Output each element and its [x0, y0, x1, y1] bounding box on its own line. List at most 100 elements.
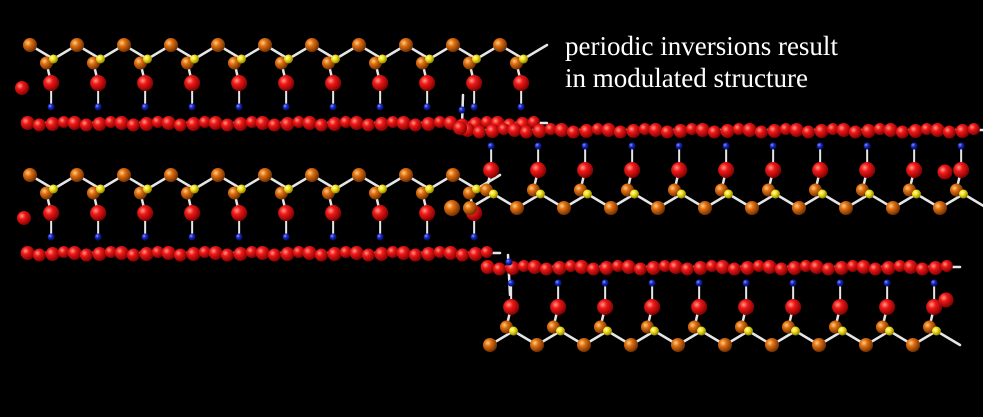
red-atom — [32, 248, 46, 262]
blue-atom — [534, 142, 542, 150]
red-atom — [90, 75, 107, 91]
yellow-atom — [583, 189, 592, 199]
yellow-atom — [143, 54, 152, 64]
orange-atom — [70, 38, 84, 52]
red-atom — [680, 262, 694, 276]
red-atom — [372, 205, 389, 221]
red-atom — [280, 117, 295, 131]
red-atom — [638, 123, 651, 135]
orange-atom — [745, 201, 759, 215]
red-atom — [720, 124, 735, 138]
orange-atom — [446, 168, 460, 182]
red-atom — [507, 123, 522, 137]
red-atom — [421, 117, 436, 131]
red-atom — [624, 162, 641, 178]
yellow-atom — [190, 184, 199, 194]
yellow-atom — [284, 184, 293, 194]
red-atom — [846, 260, 859, 272]
yellow-atom — [472, 54, 481, 64]
bond — [522, 43, 549, 61]
blue-atom — [695, 279, 703, 287]
red-atom — [660, 125, 674, 139]
blue-atom — [601, 279, 609, 287]
blue-atom — [628, 142, 636, 150]
red-atom — [599, 261, 614, 275]
orange-atom — [651, 201, 665, 215]
blue-atom — [883, 279, 891, 287]
red-atom — [480, 246, 493, 258]
red-atom — [57, 116, 70, 128]
red-atom — [814, 124, 829, 138]
red-atom — [895, 125, 909, 139]
blue-atom — [789, 279, 797, 287]
orange-atom — [352, 168, 366, 182]
red-atom — [881, 261, 896, 275]
blue-atom — [910, 142, 918, 150]
orange-atom — [839, 201, 853, 215]
blue-atom — [554, 279, 562, 287]
red-atom — [836, 123, 851, 137]
blue-atom — [188, 103, 196, 111]
red-atom — [208, 246, 223, 260]
orange-atom — [164, 168, 178, 182]
blue-atom — [188, 233, 196, 241]
red-atom — [532, 124, 547, 138]
red-atom — [126, 248, 140, 262]
red-atom — [173, 248, 187, 262]
yellow-atom — [190, 54, 199, 64]
blue-atom — [930, 279, 938, 287]
red-atom — [812, 162, 829, 178]
red-atom — [433, 246, 446, 258]
red-atom — [92, 247, 107, 261]
blue-atom — [423, 233, 431, 241]
red-atom — [740, 261, 755, 275]
orange-atom — [352, 38, 366, 52]
orange-atom — [557, 201, 571, 215]
yellow-atom — [791, 326, 800, 336]
red-atom — [705, 260, 718, 272]
orange-atom — [906, 338, 920, 352]
blue-atom — [47, 103, 55, 111]
orange-atom — [624, 338, 638, 352]
blue-atom — [863, 142, 871, 150]
orange-atom — [164, 38, 178, 52]
red-atom — [955, 124, 970, 138]
red-atom — [314, 118, 328, 132]
red-atom — [419, 205, 436, 221]
red-atom — [926, 299, 943, 315]
red-atom — [20, 116, 35, 130]
red-atom — [386, 246, 399, 258]
bond — [962, 192, 983, 208]
red-atom — [485, 124, 500, 138]
red-atom — [17, 211, 31, 225]
blue-atom — [329, 103, 337, 111]
red-atom — [374, 117, 389, 131]
red-atom — [278, 205, 295, 221]
red-atom — [292, 246, 305, 258]
red-atom — [648, 123, 663, 137]
red-atom — [267, 248, 281, 262]
red-atom — [396, 116, 411, 130]
orange-atom — [493, 38, 507, 52]
red-atom — [92, 117, 107, 131]
red-atom — [727, 262, 741, 276]
red-atom — [139, 247, 154, 261]
red-atom — [695, 123, 710, 137]
red-atom — [67, 116, 82, 130]
red-atom — [186, 247, 201, 261]
yellow-atom — [49, 54, 58, 64]
red-atom — [767, 124, 782, 138]
orange-atom — [211, 38, 225, 52]
red-atom — [126, 118, 140, 132]
red-atom — [915, 262, 929, 276]
orange-atom — [933, 201, 947, 215]
yellow-atom — [818, 189, 827, 199]
red-atom — [137, 205, 154, 221]
orange-atom — [792, 201, 806, 215]
red-atom — [419, 75, 436, 91]
yellow-atom — [536, 189, 545, 199]
red-atom — [626, 124, 641, 138]
red-atom — [302, 246, 317, 260]
orange-atom — [258, 168, 272, 182]
red-atom — [754, 125, 768, 139]
